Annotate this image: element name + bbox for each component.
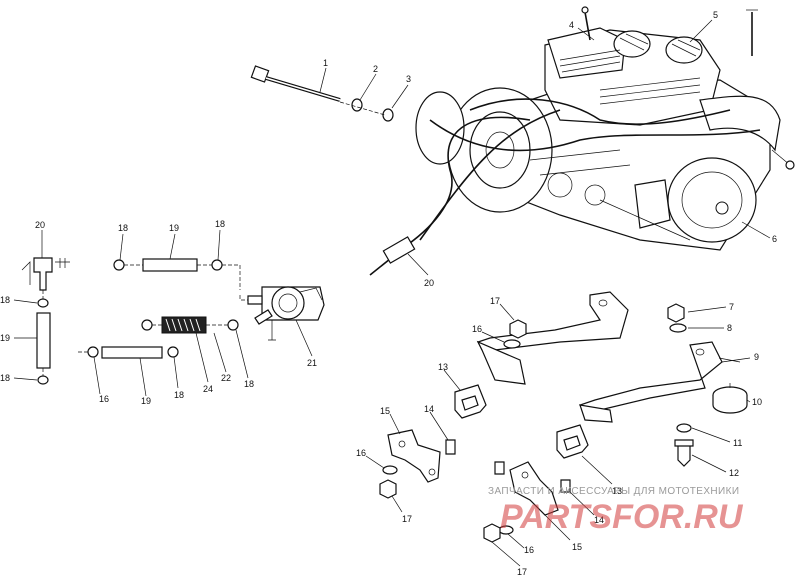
watermark-subtitle: ЗАПЧАСТИ И АКСЕССУАРЫ ДЛЯ МОТОТЕХНИКИ xyxy=(488,486,739,497)
fuel-system xyxy=(21,257,325,385)
callout-8: 8 xyxy=(727,323,732,333)
callout-3: 3 xyxy=(406,74,411,84)
washer-part-2 xyxy=(351,98,363,112)
callout-17-upper: 17 xyxy=(490,296,500,306)
callout-24: 24 xyxy=(203,384,213,394)
callout-18-left-bottom: 18 xyxy=(0,373,10,383)
callout-16-left: 16 xyxy=(356,448,366,458)
callout-17-bottom: 17 xyxy=(517,567,527,577)
callout-21: 21 xyxy=(307,358,317,368)
callout-19-bottom: 19 xyxy=(141,396,151,406)
callout-16-fuel: 16 xyxy=(99,394,109,404)
callout-7: 7 xyxy=(729,302,734,312)
callout-13-right: 13 xyxy=(612,486,622,496)
callout-22: 22 xyxy=(221,373,231,383)
callout-4: 4 xyxy=(569,20,574,30)
callout-16-upper: 16 xyxy=(472,324,482,334)
callout-18-left-top: 18 xyxy=(0,295,10,305)
callout-labels: 1 2 3 4 5 6 7 8 9 10 11 12 13 13 14 14 1… xyxy=(0,10,777,577)
callout-18-top-left: 18 xyxy=(118,223,128,233)
callout-18-mid-right: 18 xyxy=(244,379,254,389)
callout-5: 5 xyxy=(713,10,718,20)
callout-15-bottom: 15 xyxy=(572,542,582,552)
callout-18-top-right: 18 xyxy=(215,219,225,229)
callout-12: 12 xyxy=(729,468,739,478)
callout-17-left: 17 xyxy=(402,514,412,524)
nut-part-3 xyxy=(382,108,394,122)
callout-20-fitting: 20 xyxy=(35,220,45,230)
watermark-logo: PARTSFOR.RU xyxy=(500,498,744,536)
callout-14-right: 14 xyxy=(594,515,604,525)
callout-6: 6 xyxy=(772,234,777,244)
callout-11: 11 xyxy=(733,438,742,448)
callout-2: 2 xyxy=(373,64,378,74)
engine-assembly xyxy=(369,6,795,276)
callout-19-top: 19 xyxy=(169,223,179,233)
callout-10: 10 xyxy=(752,397,762,407)
callout-18-bottom: 18 xyxy=(174,390,184,400)
mount-brackets xyxy=(379,291,748,543)
callout-19-left: 19 xyxy=(0,333,10,343)
callout-1: 1 xyxy=(323,58,328,68)
callout-20-cable: 20 xyxy=(424,278,434,288)
watermark: ЗАПЧАСТИ И АКСЕССУАРЫ ДЛЯ МОТОТЕХНИКИ PA… xyxy=(488,486,744,536)
bolt-part-1 xyxy=(250,65,341,102)
callout-15-left: 15 xyxy=(380,406,390,416)
callout-16-bottom: 16 xyxy=(524,545,534,555)
callout-14-left: 14 xyxy=(424,404,434,414)
callout-9: 9 xyxy=(754,352,759,362)
callout-13-left: 13 xyxy=(438,362,448,372)
leader-lines xyxy=(13,19,771,567)
